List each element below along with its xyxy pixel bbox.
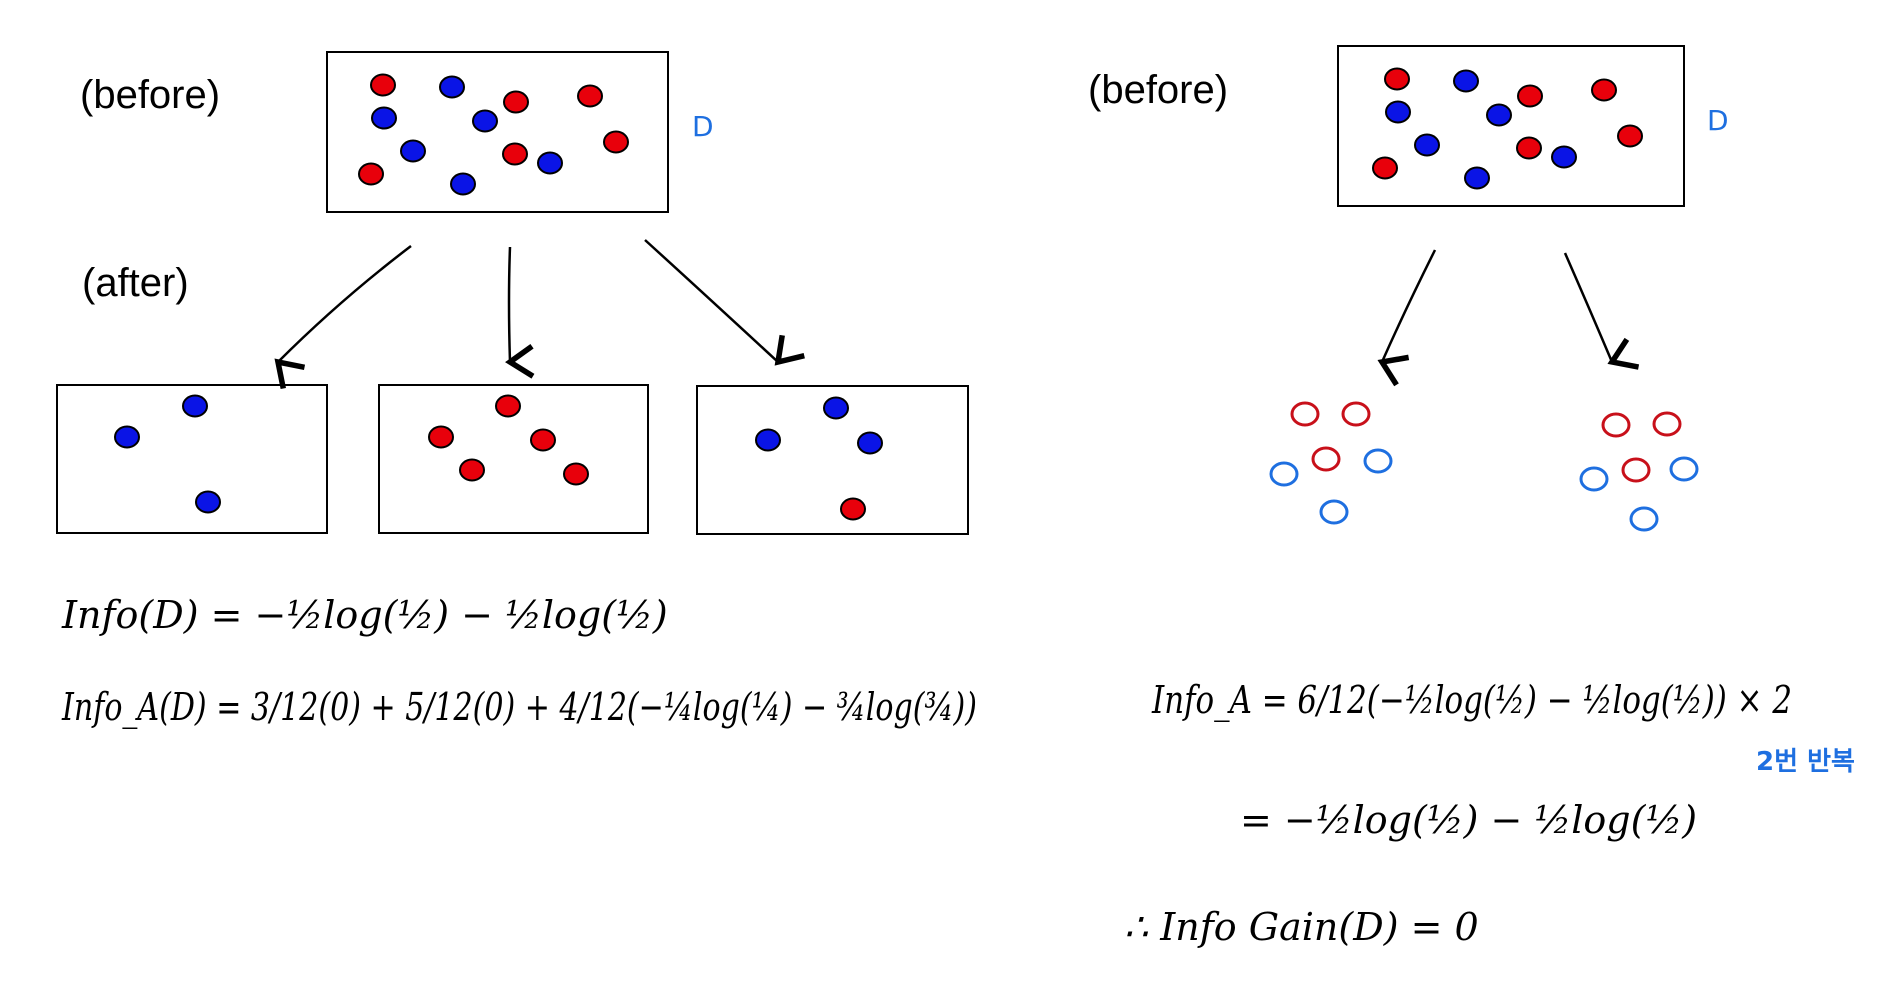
red-dot	[459, 458, 485, 482]
left-dataset-box	[326, 51, 669, 213]
blue-dot	[1453, 69, 1479, 93]
blue-dot	[114, 425, 140, 449]
blue-dot	[1414, 133, 1440, 157]
red-dot	[577, 84, 603, 108]
red-dot	[358, 162, 384, 186]
blue-dot	[400, 139, 426, 163]
split-arrow-middle	[505, 246, 535, 379]
red-dot	[428, 425, 454, 449]
red-hand-circle	[1311, 446, 1341, 472]
blue-hand-circle	[1363, 448, 1393, 474]
split-arrow-right-b	[1563, 252, 1640, 370]
blue-hand-circle	[1319, 499, 1349, 525]
formula-info-a-right: Info_A = 6/12(−½log(½) − ½log(½)) × 2	[1151, 678, 1792, 723]
formula-info-gain: ∴ Info Gain(D) = 0	[1124, 905, 1479, 949]
split-arrow-right-a	[1377, 249, 1437, 387]
left-dataset-label: D	[692, 110, 714, 143]
red-dot	[1516, 136, 1542, 160]
red-dot	[503, 90, 529, 114]
split-arrow-left	[274, 245, 412, 390]
right-dataset-label: D	[1707, 104, 1729, 137]
blue-dot	[195, 490, 221, 514]
blue-dot	[472, 109, 498, 133]
blue-dot	[857, 431, 883, 455]
blue-dot	[1486, 103, 1512, 127]
blue-dot	[1551, 145, 1577, 169]
formula-info-d: Info(D) = −½log(½) − ½log(½)	[61, 593, 668, 637]
blue-hand-circle	[1579, 466, 1609, 492]
right-partition-circles	[1269, 401, 1699, 532]
blue-dot	[755, 428, 781, 452]
repeat-note: 2번 반복	[1756, 747, 1855, 777]
partition-box-1	[56, 384, 328, 534]
left-dataset-dots	[358, 73, 629, 196]
formula-info-a-d: Info_A(D) = 3/12(0) + 5/12(0) + 4/12(−¼l…	[61, 685, 977, 730]
red-dot	[495, 394, 521, 418]
right-dataset-dots	[1372, 67, 1643, 190]
red-hand-circle	[1621, 457, 1651, 483]
partition-dots	[114, 394, 883, 521]
blue-hand-circle	[1669, 456, 1699, 482]
blue-dot	[439, 75, 465, 99]
red-dot	[1517, 84, 1543, 108]
red-dot	[1617, 124, 1643, 148]
blue-dot	[537, 151, 563, 175]
blue-dot	[1464, 166, 1490, 190]
red-hand-circle	[1290, 401, 1320, 427]
partition-box-2	[378, 384, 649, 534]
partition-box-3	[696, 385, 969, 535]
right-dataset-box	[1337, 45, 1685, 207]
red-dot	[1591, 78, 1617, 102]
red-dot	[603, 130, 629, 154]
left-before-label: (before)	[80, 73, 220, 117]
blue-dot	[182, 394, 208, 418]
blue-dot	[823, 396, 849, 420]
red-dot	[840, 497, 866, 521]
blue-dot	[371, 106, 397, 130]
left-after-label: (after)	[82, 261, 189, 305]
red-hand-circle	[1341, 401, 1371, 427]
red-hand-circle	[1652, 411, 1682, 437]
red-dot	[563, 462, 589, 486]
blue-dot	[1385, 100, 1411, 124]
red-dot	[1384, 67, 1410, 91]
right-before-label: (before)	[1088, 68, 1228, 112]
blue-hand-circle	[1629, 506, 1659, 532]
blue-dot	[450, 172, 476, 196]
red-dot	[502, 142, 528, 166]
split-arrow-right	[644, 239, 805, 366]
red-dot	[1372, 156, 1398, 180]
formula-equals: = −½log(½) − ½log(½)	[1240, 798, 1697, 842]
blue-hand-circle	[1269, 461, 1299, 487]
red-hand-circle	[1601, 412, 1631, 438]
red-dot	[530, 428, 556, 452]
red-dot	[370, 73, 396, 97]
